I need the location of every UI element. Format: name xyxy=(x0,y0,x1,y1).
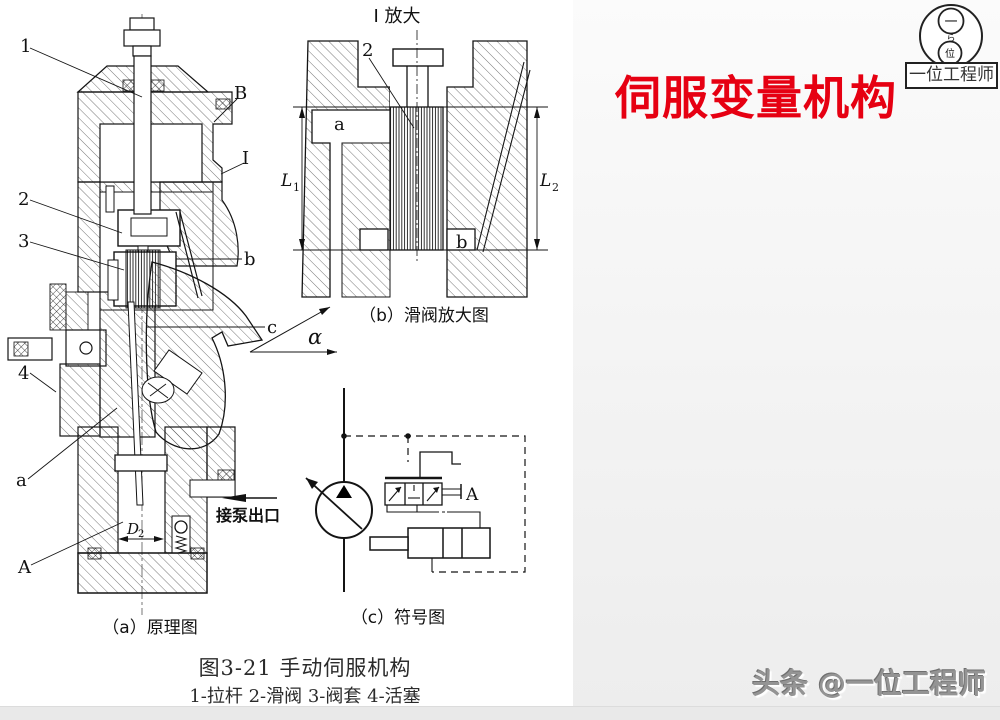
figure-legend: 1-拉杆 2-滑阀 3-阀套 4-活塞 xyxy=(189,686,421,707)
diagram-c: A （c）符号图 xyxy=(305,388,526,628)
logo-seal: 一 ら 位 xyxy=(919,4,983,68)
caption-c: （c）符号图 xyxy=(351,608,445,628)
label-alpha: α xyxy=(308,325,322,349)
bottom-strip xyxy=(0,706,1000,720)
label-1: 1 xyxy=(20,36,31,57)
label-b2: 2 xyxy=(362,40,373,61)
figure-caption: 图3-21 手动伺服机构 xyxy=(198,656,412,680)
diagram-a: 1 2 3 4 B I b c a A α D 2 接泵出口 （a）原理图 xyxy=(7,14,337,638)
label-ba: a xyxy=(334,114,345,135)
label-cA: A xyxy=(465,485,479,505)
dim-d2: D xyxy=(126,520,139,538)
dim-L1-sub: 1 xyxy=(293,181,300,194)
right-background-panel xyxy=(573,0,1000,706)
label-bb: b xyxy=(456,232,468,253)
page-title: 伺服变量机构 xyxy=(615,71,897,125)
label-I: I xyxy=(242,148,249,169)
logo-name-box: 一位工程师 xyxy=(905,62,998,89)
logo-seal-mid-char: ら xyxy=(946,33,955,44)
label-B: B xyxy=(234,83,247,104)
watermark-text: 头条 @一位工程师 xyxy=(752,667,986,700)
label-2: 2 xyxy=(18,189,29,210)
dim-d2-sub: 2 xyxy=(138,529,144,540)
label-3: 3 xyxy=(18,231,29,252)
label-A: A xyxy=(17,557,32,578)
label-b: b xyxy=(244,249,256,270)
caption-a: （a）原理图 xyxy=(102,618,197,638)
pump-outlet-text: 接泵出口 xyxy=(216,506,280,525)
dim-L2: L xyxy=(539,171,551,191)
label-c: c xyxy=(267,317,277,338)
dim-L1: L xyxy=(280,171,292,191)
logo-seal-top-char: 一 xyxy=(944,15,957,30)
diagram-b: I 放大 2 a b L 1 L 2 （b）滑阀放大图 xyxy=(280,6,559,326)
dim-L2-sub: 2 xyxy=(552,181,559,194)
caption-b: （b）滑阀放大图 xyxy=(359,306,489,326)
detail-title: I 放大 xyxy=(373,6,420,27)
label-a: a xyxy=(16,470,27,491)
logo-seal-bottom-char: 位 xyxy=(945,47,955,60)
label-4: 4 xyxy=(18,363,29,384)
